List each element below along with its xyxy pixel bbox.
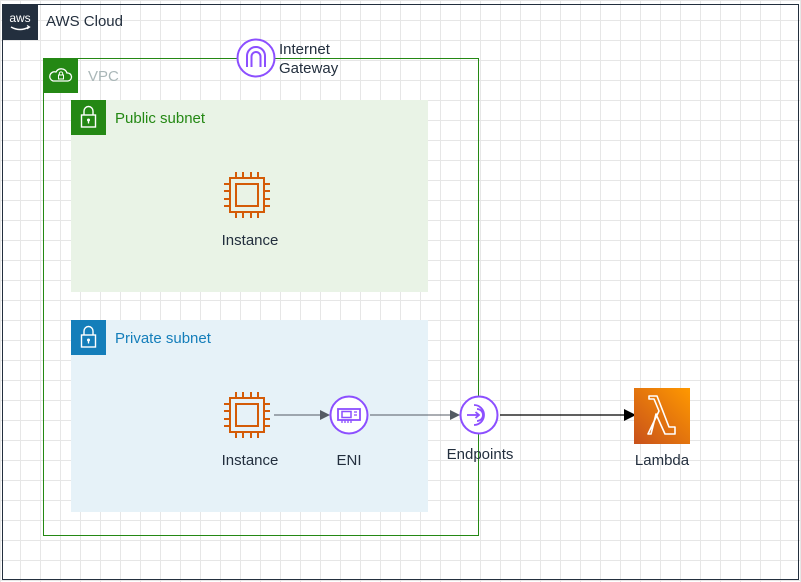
aws-cloud-group[interactable] xyxy=(2,4,799,580)
private-subnet-group[interactable] xyxy=(71,320,428,512)
public-instance-label: Instance xyxy=(221,232,279,249)
internet-gateway-label-line2: Gateway xyxy=(279,60,339,77)
vpc-cloud-lock-icon xyxy=(43,58,78,93)
vpc-endpoints-icon[interactable] xyxy=(459,395,499,435)
private-subnet-lock-icon xyxy=(71,320,106,355)
eni-label: ENI xyxy=(336,452,362,469)
svg-text:aws: aws xyxy=(9,11,30,25)
internet-gateway-label: Internet Gateway xyxy=(279,40,338,78)
public-subnet-group[interactable] xyxy=(71,100,428,292)
lambda-label: Lambda xyxy=(634,452,690,469)
private-instance-label: Instance xyxy=(221,452,279,469)
public-ec2-instance-icon[interactable] xyxy=(222,170,272,220)
private-ec2-instance-icon[interactable] xyxy=(222,390,272,440)
internet-gateway-icon[interactable] xyxy=(236,38,276,78)
lambda-icon[interactable] xyxy=(634,388,690,444)
elastic-network-interface-icon[interactable] xyxy=(329,395,369,435)
aws-cloud-label: AWS Cloud xyxy=(46,13,123,30)
aws-logo-icon: aws xyxy=(2,4,38,40)
private-subnet-label: Private subnet xyxy=(115,330,211,347)
vpc-label: VPC xyxy=(88,68,119,85)
public-subnet-label: Public subnet xyxy=(115,110,206,127)
endpoints-label: Endpoints xyxy=(446,446,514,463)
internet-gateway-label-line1: Internet xyxy=(279,41,330,58)
public-subnet-lock-icon xyxy=(71,100,106,135)
